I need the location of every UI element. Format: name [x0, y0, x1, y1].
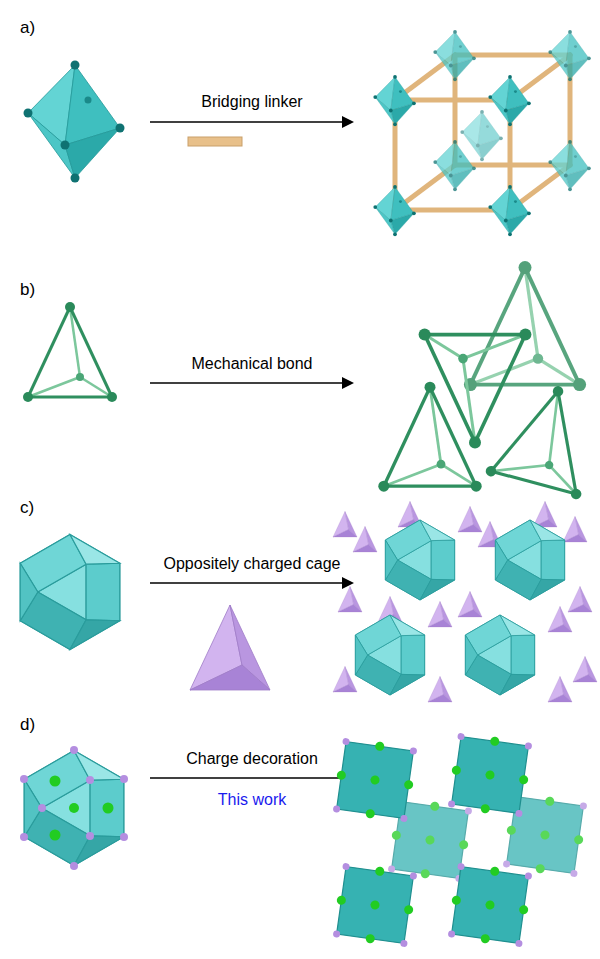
panel-letter: a): [20, 18, 35, 38]
framework-nodes: [373, 30, 590, 236]
arrow: [150, 772, 354, 784]
panel-letter: b): [20, 280, 35, 300]
label-holder: a): [20, 18, 35, 38]
arrow-label: Mechanical bond: [192, 354, 313, 373]
cuboctahedron: [20, 535, 120, 650]
label-holder: Oppositely charged cage: [164, 554, 341, 573]
tetrahedral-cage: [190, 605, 270, 690]
charge-packing: [332, 732, 589, 949]
framework: [395, 55, 570, 210]
arrow: [150, 116, 354, 128]
arrow-label: Oppositely charged cage: [164, 554, 341, 573]
label-holder: b): [20, 280, 35, 300]
interlocked-tetrahedra: [378, 261, 600, 500]
arrow: [150, 577, 354, 589]
label-holder: Charge decoration: [186, 749, 318, 768]
panel-letter: d): [20, 715, 35, 735]
arrow: [150, 377, 354, 389]
panel-letter: c): [20, 498, 34, 518]
label-holder: Bridging linker: [201, 92, 302, 111]
arrow-label: Bridging linker: [201, 92, 302, 111]
arrow-label: This work: [218, 790, 286, 809]
charged-cage: [20, 746, 128, 870]
label-holder: d): [20, 715, 35, 735]
label-holder: Mechanical bond: [192, 354, 313, 373]
linker-bar: [188, 137, 242, 146]
label-holder: c): [20, 498, 34, 518]
label-holder: This work: [218, 790, 286, 809]
arrow-label: Charge decoration: [186, 749, 318, 768]
tetrahedron: [23, 302, 117, 402]
octahedron: [24, 61, 125, 183]
ionic-packing: [333, 502, 597, 703]
